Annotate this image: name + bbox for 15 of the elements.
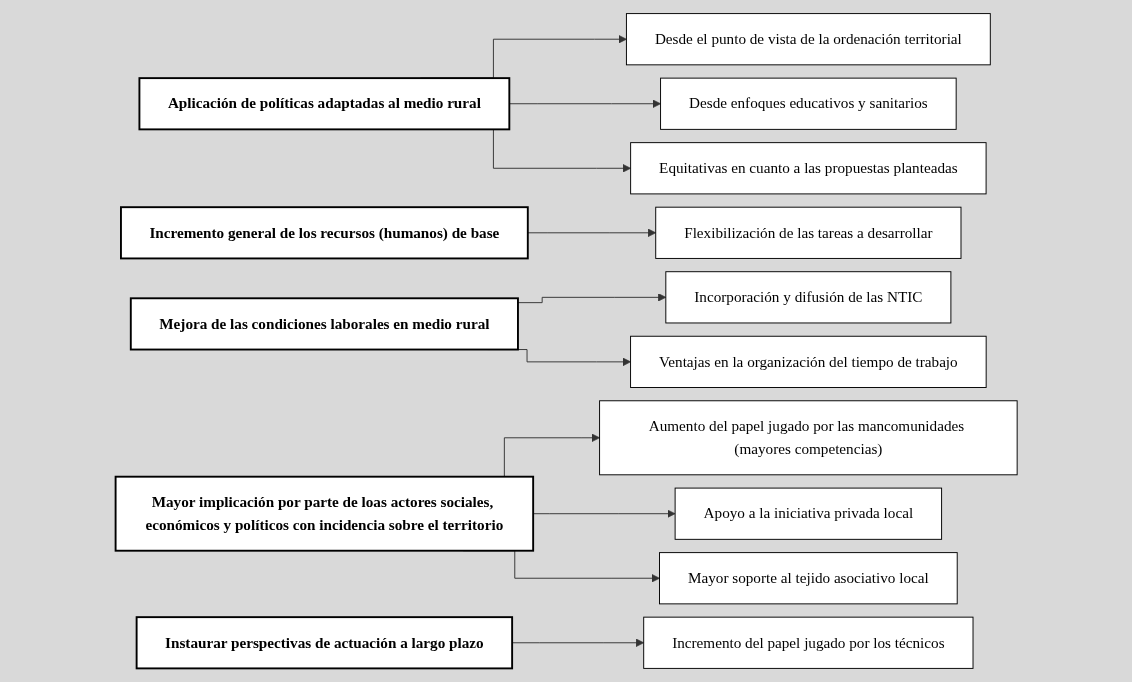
node-box: Aumento del papel jugado por las mancomunidades (mayores competencias): [598, 400, 1018, 476]
node-box: Mayor implicación por parte de loas actores sociales, económicos y políticos con incidencia sobre el territorio: [114, 475, 534, 552]
node-box: Ventajas en la organización del tiempo de trabajo: [629, 335, 987, 388]
node-box: Incorporación y difusión de las NTIC: [664, 271, 951, 324]
node-box: Flexibilización de las tareas a desarrollar: [654, 206, 962, 259]
node-box: Apoyo a la iniciativa privada local: [674, 487, 942, 540]
node-box: Instaurar perspectivas de actuación a largo plazo: [135, 616, 513, 670]
node-box: Mejora de las condiciones laborales en medio rural: [129, 297, 519, 351]
node-box: Desde enfoques educativos y sanitarios: [659, 77, 957, 130]
node-box: Desde el punto de vista de la ordenación territorial: [625, 13, 991, 66]
node-box: Incremento general de los recursos (humanos) de base: [119, 206, 529, 260]
node-box: Incremento del papel jugado por los técnicos: [642, 616, 974, 669]
node-box: Equitativas en cuanto a las propuestas planteadas: [629, 142, 987, 195]
node-box: Mayor soporte al tejido asociativo local: [658, 552, 958, 605]
node-box: Aplicación de políticas adaptadas al medio rural: [138, 77, 510, 131]
